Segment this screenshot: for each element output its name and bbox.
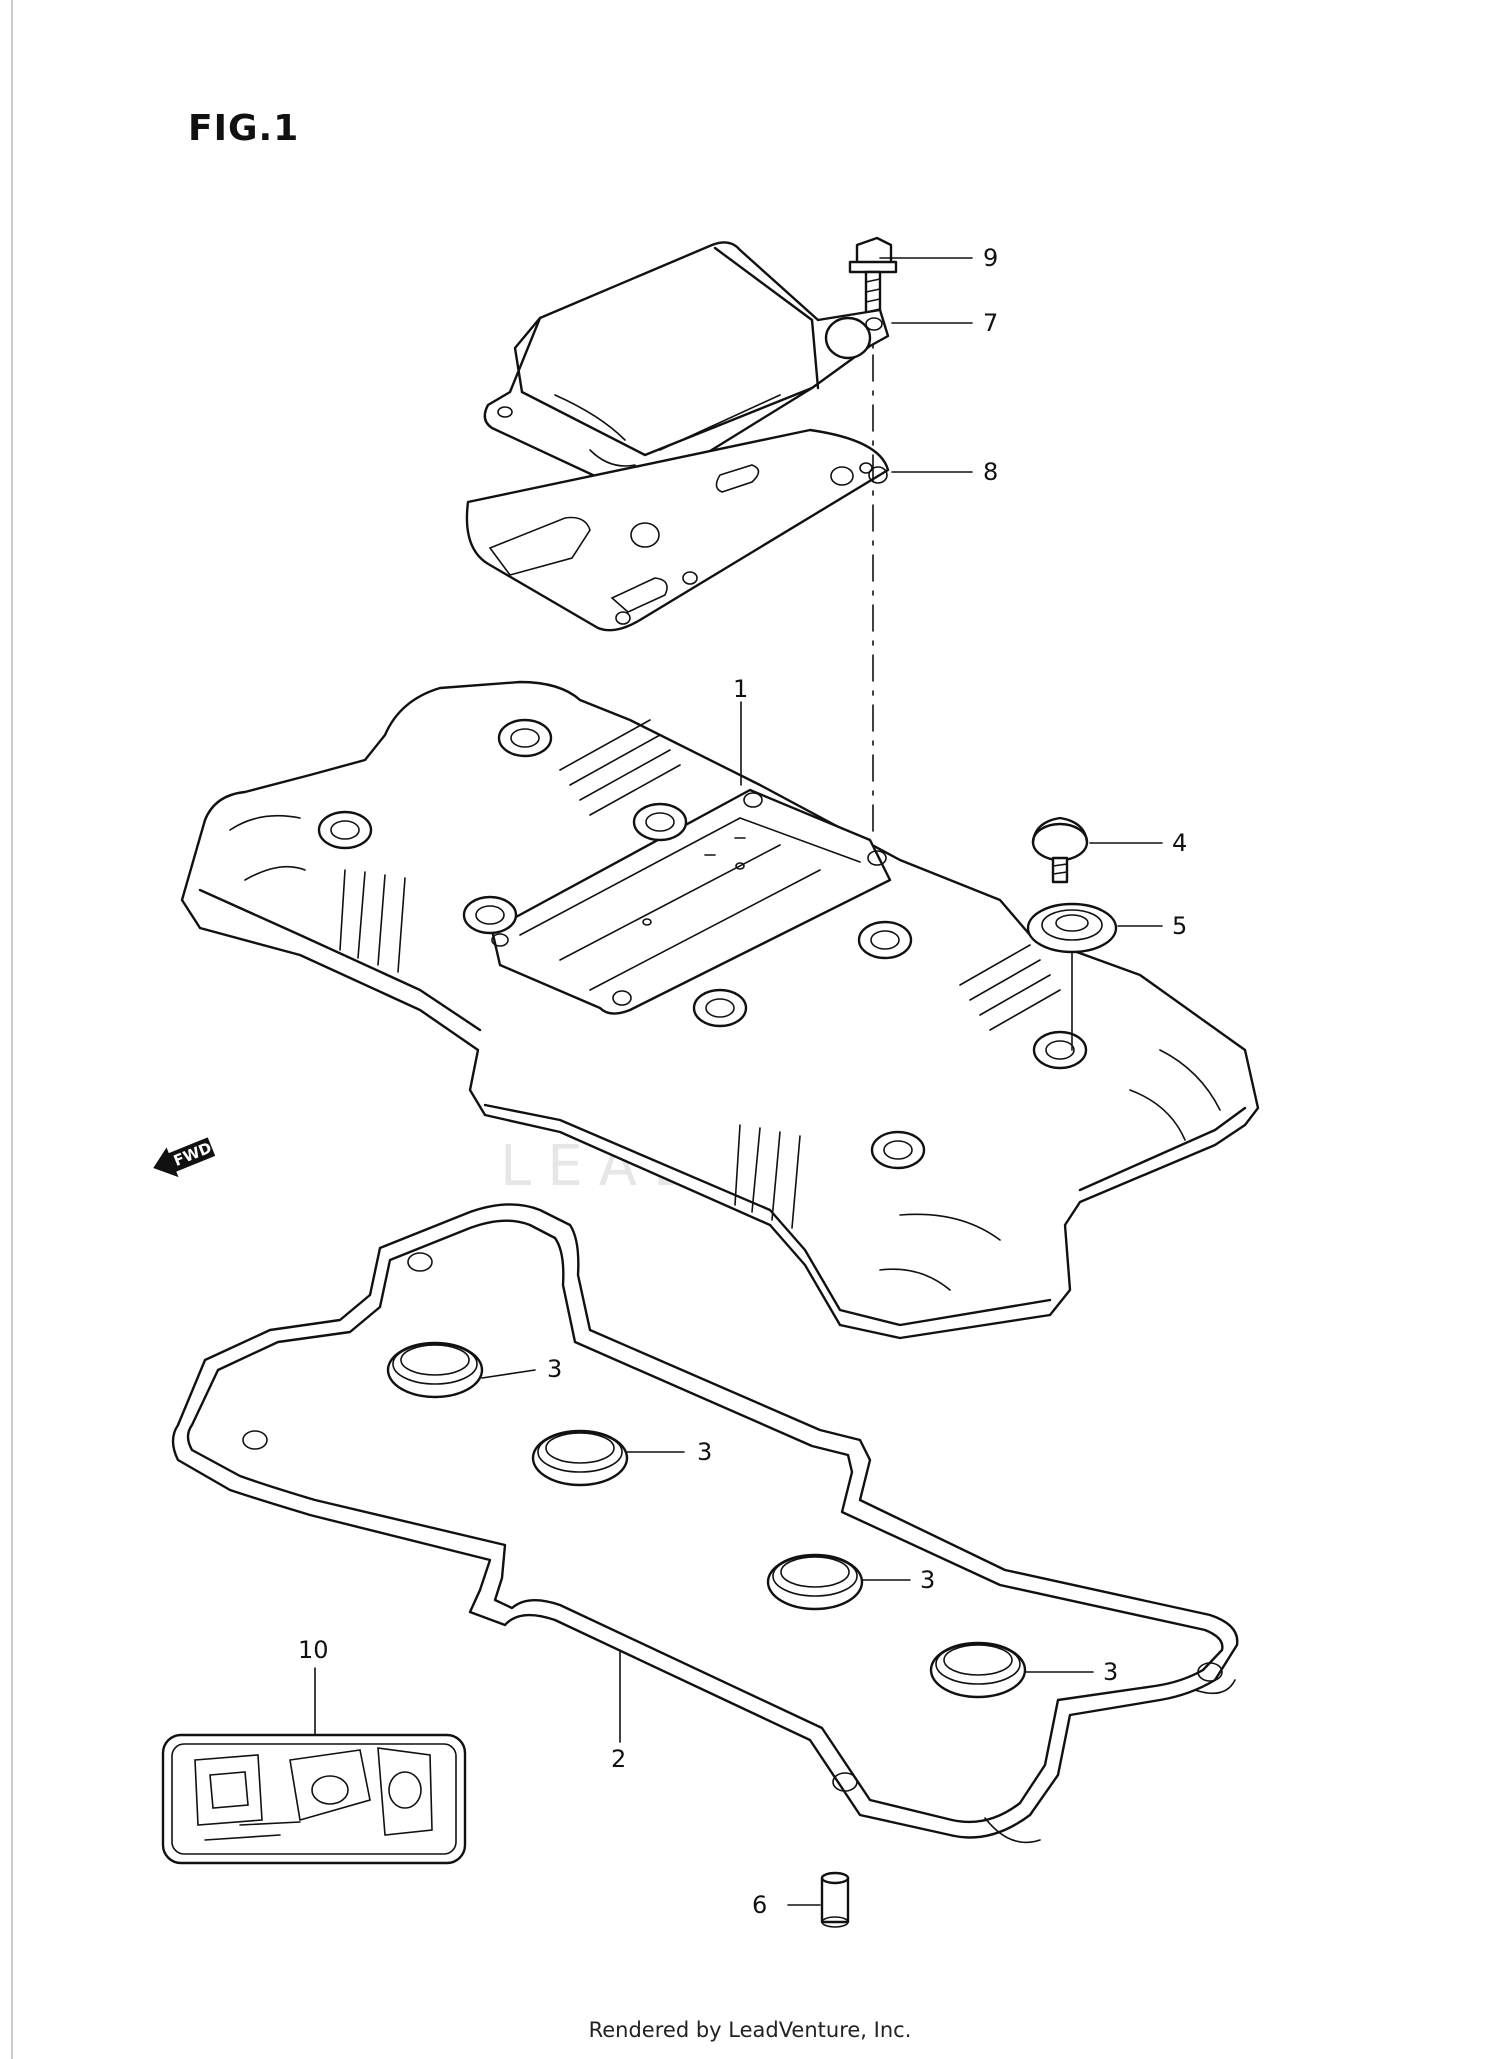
callout-2: 2 xyxy=(611,1745,626,1773)
part-3-plug-gasket-2[interactable] xyxy=(531,1429,629,1487)
callout-3d: 3 xyxy=(1103,1658,1118,1686)
figure-title: FIG.1 xyxy=(188,108,300,149)
part-6-dowel-pin[interactable] xyxy=(820,1871,850,1928)
callout-3a: 3 xyxy=(547,1355,562,1383)
part-10-gasket-set[interactable] xyxy=(161,1733,467,1865)
callout-6: 6 xyxy=(752,1891,767,1919)
callout-3b: 3 xyxy=(697,1438,712,1466)
part-8-gasket[interactable] xyxy=(465,428,890,632)
callout-9: 9 xyxy=(983,244,998,272)
footer-credit: Rendered by LeadVenture, Inc. xyxy=(588,2018,912,2042)
part-3-plug-gasket-1[interactable] xyxy=(386,1341,484,1399)
part-9-bolt[interactable] xyxy=(848,236,898,351)
callout-leaders xyxy=(314,257,1163,1906)
callout-10: 10 xyxy=(298,1636,329,1664)
fwd-label: FWD xyxy=(171,1139,214,1170)
part-5-seal-washer[interactable] xyxy=(1026,902,1118,1051)
callout-4: 4 xyxy=(1172,829,1187,857)
part-3-plug-gasket-3[interactable] xyxy=(766,1553,864,1611)
part-3-plug-gasket-4[interactable] xyxy=(929,1641,1027,1699)
callout-1: 1 xyxy=(733,675,748,703)
part-4-screw[interactable] xyxy=(1031,816,1089,884)
callout-7: 7 xyxy=(983,309,998,337)
callout-8: 8 xyxy=(983,458,998,486)
part-2-cover-gasket[interactable] xyxy=(171,1203,1239,1844)
part-1-cylinder-head-cover[interactable] xyxy=(180,680,1260,1340)
callout-numbers: 1 2 3 3 3 3 4 5 6 7 8 9 10 xyxy=(298,244,1187,1919)
callout-5: 5 xyxy=(1172,912,1187,940)
fwd-direction-arrow: FWD xyxy=(153,1137,216,1178)
part-7-upper-cover[interactable] xyxy=(483,241,890,493)
callout-3c: 3 xyxy=(920,1566,935,1594)
